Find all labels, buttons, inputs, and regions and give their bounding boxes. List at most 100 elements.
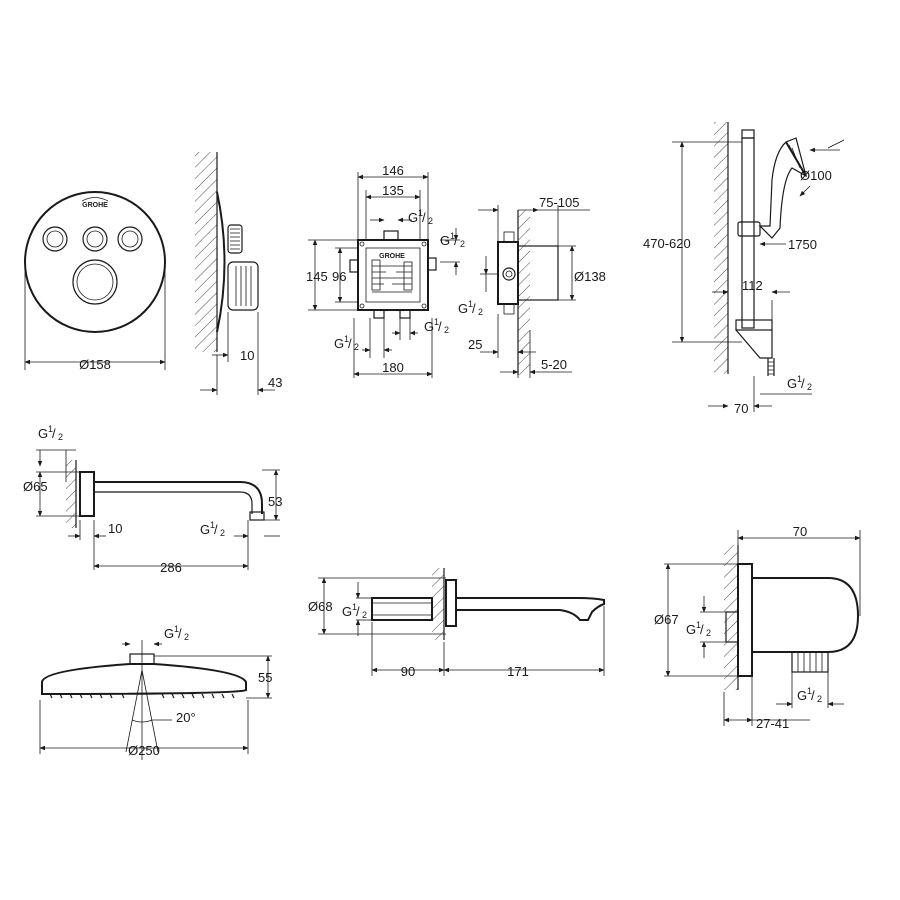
- wall-outlet-side-view: 70 Ø67 G 1 / 2 G 1 / 2 27-41: [654, 524, 861, 731]
- panel-profile: [216, 191, 226, 333]
- soap-dish: [735, 329, 773, 359]
- arm-length-label: 286: [160, 560, 182, 575]
- control-panel-side-view: 10 43: [195, 152, 282, 395]
- outlet-flange: [737, 563, 753, 677]
- head-diameter-label: Ø250: [128, 743, 160, 758]
- push-button-2: [82, 226, 108, 252]
- rail-bottom-bracket: [735, 319, 773, 331]
- knob-side-2: [227, 261, 259, 311]
- svg-text:/: /: [214, 522, 218, 537]
- svg-text:1: 1: [696, 620, 701, 630]
- left-inlet: [349, 259, 359, 273]
- svg-text:2: 2: [354, 342, 359, 352]
- mounting-box-logo: GROHE: [379, 253, 405, 260]
- svg-text:1: 1: [807, 686, 812, 696]
- svg-text:/: /: [472, 301, 476, 316]
- svg-text:2: 2: [807, 382, 812, 392]
- mounting-box-outline: [357, 239, 429, 311]
- svg-text:/: /: [454, 233, 458, 248]
- svg-text:2: 2: [428, 216, 433, 226]
- brand-logo: GROHE: [82, 202, 108, 209]
- bath-spout-side-view: Ø68 G 1 / 2 90 171: [308, 568, 605, 679]
- control-depth-knob-label: 10: [240, 348, 254, 363]
- svg-text:1: 1: [418, 208, 423, 218]
- outlet-diameter-label: Ø67: [654, 612, 679, 627]
- svg-text:1: 1: [468, 299, 473, 309]
- mounting-box-side-view: 75-105 Ø138 G 1 / 2 25 5-20: [458, 195, 606, 378]
- svg-text:/: /: [348, 336, 352, 351]
- wall-hatch: [66, 460, 76, 528]
- wall-hatch: [195, 152, 217, 352]
- hose: [767, 358, 775, 376]
- head-shower-body: [41, 663, 247, 696]
- svg-text:G: G: [408, 210, 418, 225]
- push-button-3: [117, 226, 143, 252]
- svg-text:G: G: [38, 426, 48, 441]
- svg-text:/: /: [422, 210, 426, 225]
- hose-length-label: 1750: [788, 237, 817, 252]
- hand-shower: [758, 137, 807, 239]
- svg-text:1: 1: [48, 424, 53, 434]
- rail-height-range-label: 470-620: [643, 236, 691, 251]
- bottom-outlet-2: [399, 309, 411, 319]
- svg-text:2: 2: [58, 432, 63, 442]
- rail-slider: [737, 221, 761, 237]
- rail-bar: [741, 137, 755, 329]
- svg-text:G: G: [424, 319, 434, 334]
- svg-text:/: /: [801, 376, 805, 391]
- shower-rail-side-view: 470-620 Ø100 1750 112 70 G 1 / 2: [643, 122, 845, 416]
- svg-text:G: G: [686, 622, 696, 637]
- box-side-body: [517, 245, 559, 301]
- wall-hatch: [714, 122, 728, 374]
- wall-hatch: [432, 568, 444, 640]
- outlet-depth-label: 70: [793, 524, 807, 539]
- svg-text:2: 2: [478, 307, 483, 317]
- svg-text:/: /: [52, 426, 56, 441]
- svg-text:2: 2: [706, 628, 711, 638]
- box-side-offset-label: 25: [468, 337, 482, 352]
- svg-text:1: 1: [344, 334, 349, 344]
- box-height-outer-label: 145: [306, 269, 328, 284]
- brand-logo-arc: [81, 197, 109, 202]
- arm-outlet-nut: [249, 511, 265, 521]
- arm-flange-depth-label: 10: [108, 521, 122, 536]
- arm-tube-bottom: [94, 491, 253, 514]
- spout-flange-diameter-label: Ø68: [308, 599, 333, 614]
- head-height-label: 55: [258, 670, 272, 685]
- svg-text:G: G: [440, 233, 450, 248]
- svg-text:/: /: [438, 319, 442, 334]
- svg-text:2: 2: [460, 239, 465, 249]
- svg-text:G: G: [787, 376, 797, 391]
- mounting-box-front-view: GROHE 146 135 G 1 / 2 145 96: [306, 163, 465, 378]
- temperature-knob: [72, 259, 118, 305]
- box-width-inner-label: 135: [382, 183, 404, 198]
- spout-flange: [445, 579, 457, 627]
- outlet-body: [752, 577, 860, 653]
- bottom-outlet-1: [373, 309, 385, 319]
- rail-top-bracket: [741, 129, 755, 139]
- box-width-bottom-label: 180: [382, 360, 404, 375]
- spout-projection-label: 171: [507, 664, 529, 679]
- wall-hatch: [724, 545, 738, 690]
- svg-text:2: 2: [362, 610, 367, 620]
- arm-tube-top: [94, 481, 263, 514]
- svg-text:2: 2: [184, 632, 189, 642]
- box-width-outer-label: 146: [382, 163, 404, 178]
- svg-text:G: G: [164, 626, 174, 641]
- spout-body: [455, 597, 605, 621]
- outlet-thread: [725, 611, 739, 643]
- svg-text:1: 1: [434, 317, 439, 327]
- control-depth-total-label: 43: [268, 375, 282, 390]
- control-panel-diameter-label: Ø158: [79, 357, 111, 372]
- svg-text:2: 2: [220, 528, 225, 538]
- control-panel-outline: [24, 191, 166, 333]
- svg-text:/: /: [178, 626, 182, 641]
- svg-text:1: 1: [797, 374, 802, 384]
- svg-text:2: 2: [444, 325, 449, 335]
- spout-wall-length-label: 90: [401, 664, 415, 679]
- svg-text:G: G: [334, 336, 344, 351]
- wall-hatch: [518, 210, 530, 375]
- head-diameter-label: Ø100: [800, 168, 832, 183]
- head-shower-side-view: G 1 / 2 55 20° Ø250: [39, 624, 272, 760]
